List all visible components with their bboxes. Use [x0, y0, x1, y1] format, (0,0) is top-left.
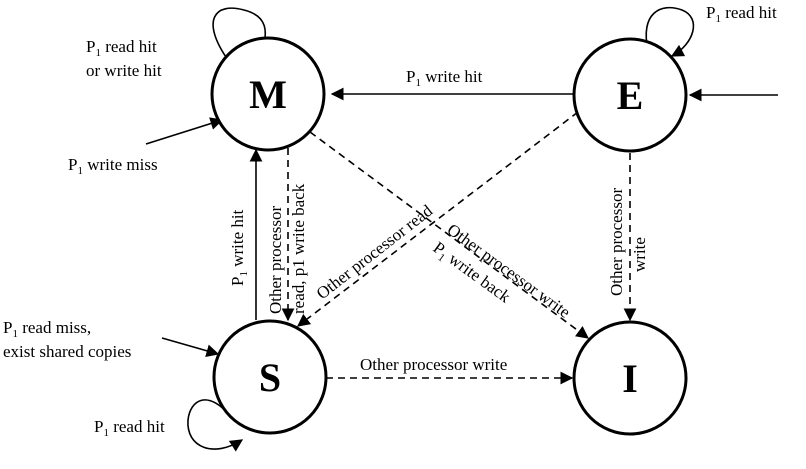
m-write-miss-label: P1 write miss [68, 155, 158, 177]
state-i-label: I [622, 356, 638, 401]
state-e: E [572, 37, 688, 153]
s-self-loop-label: P1 read hit [94, 417, 165, 439]
s-read-miss-label-line2: exist shared copies [3, 342, 131, 361]
s-read-miss-label-line1: P1 read miss, [3, 318, 91, 340]
s-read-miss-arrow [161, 337, 220, 357]
s-to-i-label: Other processor write [360, 355, 507, 374]
e-self-loop [645, 6, 695, 57]
m-self-loop [212, 7, 272, 61]
state-m: M [210, 36, 326, 152]
state-e-label: E [617, 73, 644, 118]
state-s-label: S [259, 355, 281, 400]
s-self-loop [187, 399, 244, 452]
e-to-s-arrow [296, 111, 579, 327]
m-to-s-label-line2: read, p1 write back [289, 183, 308, 314]
m-to-s-label-line1: Other processor [266, 206, 285, 314]
e-to-s-label: Other processor read [313, 201, 437, 303]
m-to-i-arrow [309, 131, 590, 339]
m-self-loop-label-line2: or write hit [86, 61, 162, 80]
state-s: S [212, 319, 328, 435]
state-m-label: M [249, 72, 287, 117]
s-to-m-label: P1 write hit [228, 209, 250, 286]
m-self-loop-label-line1: P1 read hit [86, 37, 157, 59]
e-to-i-label-line1: Other processor [607, 188, 626, 296]
e-to-m-label: P1 write hit [406, 67, 483, 89]
e-self-loop-label: P1 read hit [706, 3, 777, 25]
m-write-miss-arrow [145, 117, 224, 145]
state-i: I [572, 320, 688, 436]
e-to-i-label-line2: write [630, 237, 649, 272]
